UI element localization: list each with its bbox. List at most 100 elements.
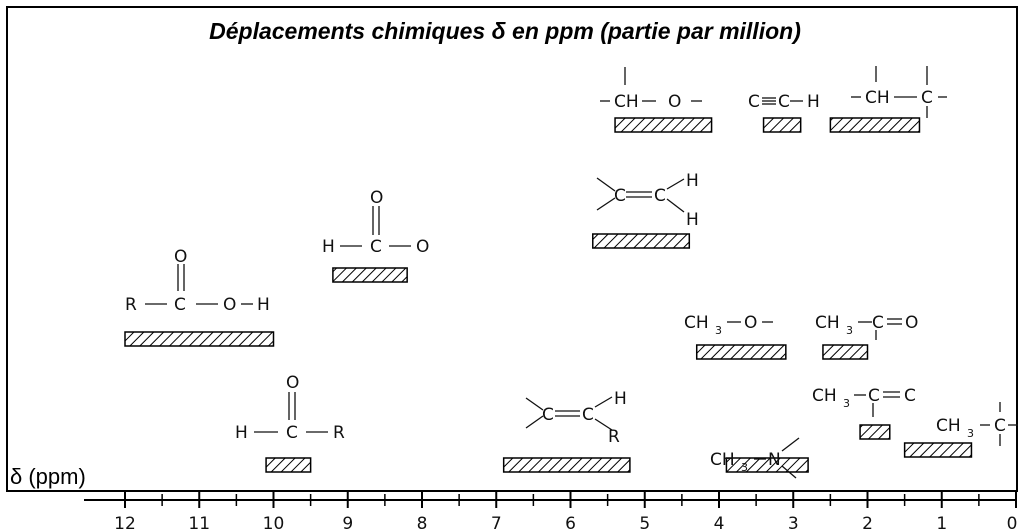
structure-methylamine <box>754 437 800 479</box>
structure-vinyl-r-text: C C H R <box>542 389 627 447</box>
atom-c: C <box>542 405 554 425</box>
structure-vinyl-dihydrogen <box>596 177 685 213</box>
chart-frame <box>6 6 1018 492</box>
structure-alkyne <box>762 97 803 105</box>
tick-label: 10 <box>263 514 285 532</box>
atom-h: H <box>686 171 699 191</box>
structure-formate-text: O H C O <box>322 188 429 257</box>
structure-formate <box>340 206 411 247</box>
atom-c: C <box>748 92 760 112</box>
x-axis-ticks <box>124 492 1017 508</box>
atom-h: H <box>614 389 627 409</box>
atom-h: H <box>257 295 270 315</box>
structure-acetyl <box>858 318 902 340</box>
subscript-3: 3 <box>967 427 974 440</box>
atom-r: R <box>608 427 620 447</box>
tick-label: 6 <box>565 514 576 532</box>
atom-r: R <box>125 295 137 315</box>
atom-o: O <box>223 295 236 315</box>
tick-label: 12 <box>114 514 136 532</box>
fragment-ch: CH <box>815 313 840 333</box>
range-bar <box>725 457 809 473</box>
fragment-ch: CH <box>865 88 890 108</box>
structure-carboxylic-acid <box>145 264 253 305</box>
structure-ether-ch <box>600 67 702 102</box>
subscript-3: 3 <box>715 324 722 337</box>
fragment-ch: CH <box>812 386 837 406</box>
range-bar <box>265 457 312 473</box>
structure-methylamine-text: CH 3 N <box>710 450 781 474</box>
atom-c: C <box>868 386 880 406</box>
range-bar <box>332 267 408 283</box>
tick-label: 1 <box>936 514 947 532</box>
subscript-3: 3 <box>741 461 748 474</box>
subscript-3: 3 <box>846 324 853 337</box>
fragment-ch: CH <box>614 92 639 112</box>
structure-allyl <box>854 391 900 417</box>
tick-label: 8 <box>417 514 428 532</box>
range-bar <box>614 117 713 133</box>
tick-label: 2 <box>862 514 873 532</box>
range-bar <box>592 233 691 249</box>
structure-acetyl-text: CH 3 C O <box>815 313 918 337</box>
tick-label: 7 <box>491 514 502 532</box>
atom-o: O <box>416 237 429 257</box>
tick-label: 3 <box>788 514 799 532</box>
atom-o: O <box>905 313 918 333</box>
atom-c: C <box>174 295 186 315</box>
atom-r: R <box>333 423 345 443</box>
atom-o: O <box>370 188 383 208</box>
structure-alkyl-ch-text: CH C <box>865 88 933 108</box>
structure-vinyl-r <box>525 396 613 431</box>
atom-h: H <box>686 210 699 230</box>
atom-h: H <box>322 237 335 257</box>
atom-o: O <box>286 373 299 393</box>
range-bar <box>695 344 787 360</box>
atom-c: C <box>582 405 594 425</box>
structure-vinyl-dihydrogen-text: C C H H <box>614 171 699 230</box>
tick-label: 9 <box>342 514 353 532</box>
structure-ether-ch-text: CH O <box>614 92 681 112</box>
structure-allyl-text: CH 3 C C <box>812 386 916 410</box>
tick-label: 5 <box>639 514 650 532</box>
range-bar <box>822 344 869 360</box>
atom-h: H <box>235 423 248 443</box>
atom-c: C <box>370 237 382 257</box>
atom-o: O <box>744 313 757 333</box>
tick-label: 4 <box>714 514 725 532</box>
range-bar <box>829 117 921 133</box>
atom-c: C <box>904 386 916 406</box>
atom-c: C <box>994 416 1006 436</box>
range-bar <box>502 457 631 473</box>
structure-aldehyde <box>254 392 328 433</box>
range-bar <box>124 331 275 347</box>
fragment-ch: CH <box>684 313 709 333</box>
atom-c: C <box>778 92 790 112</box>
atom-h: H <box>807 92 820 112</box>
structure-methoxy-text: CH 3 O <box>684 313 757 337</box>
structure-methyl <box>980 402 1018 446</box>
structure-methyl-text: CH 3 C <box>936 416 1006 440</box>
atom-o: O <box>668 92 681 112</box>
fragment-ch: CH <box>710 450 735 470</box>
structure-carboxylic-acid-text: O R C O H <box>125 247 270 315</box>
range-bars <box>124 117 973 473</box>
axis-label: δ (ppm) <box>10 464 86 489</box>
structure-alkyl-ch <box>851 66 947 118</box>
atom-c: C <box>921 88 933 108</box>
range-bar <box>903 442 973 458</box>
fragment-ch: CH <box>936 416 961 436</box>
range-bar <box>762 117 802 133</box>
structure-aldehyde-text: O H C R <box>235 373 345 443</box>
atom-c: C <box>654 186 666 206</box>
range-bar <box>859 424 891 440</box>
tick-label: 11 <box>188 514 210 532</box>
structure-alkyne-text: C C H <box>748 92 820 112</box>
tick-label: 0 <box>1007 514 1018 532</box>
atom-o: O <box>174 247 187 267</box>
atom-n: N <box>768 450 781 470</box>
atom-c: C <box>872 313 884 333</box>
